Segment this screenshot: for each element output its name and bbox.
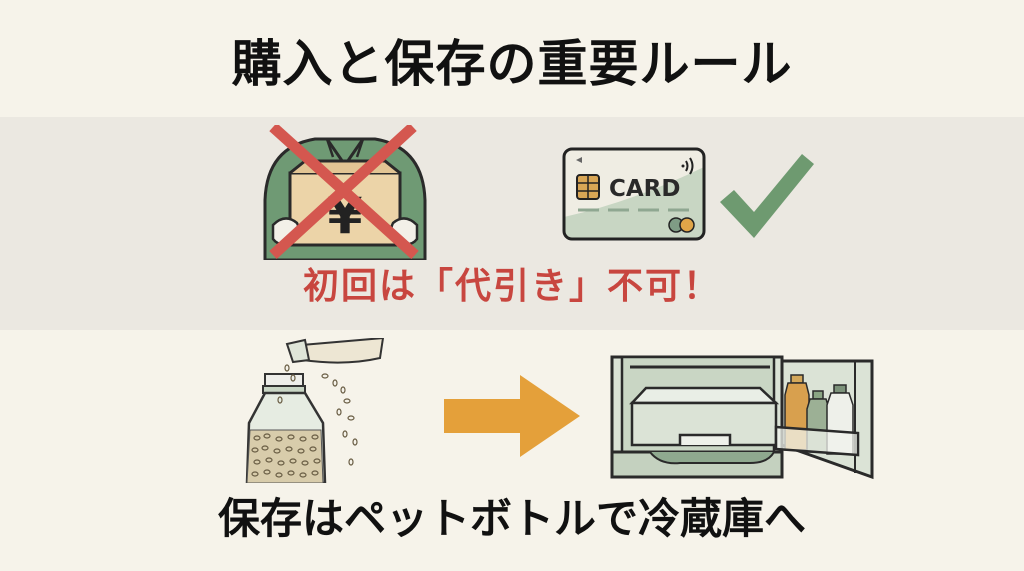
credit-card: CARD bbox=[562, 147, 706, 241]
cod-illustration: ¥ bbox=[255, 125, 435, 260]
rice-bottle-illustration bbox=[235, 338, 390, 483]
credit-card-icon: CARD bbox=[562, 147, 706, 241]
storage-caption: 保存はペットボトルで冷蔵庫へ bbox=[217, 494, 806, 543]
page-title: 購入と保存の重要ルール bbox=[231, 35, 793, 93]
arrow-right-icon bbox=[444, 375, 580, 457]
card-label: CARD bbox=[609, 176, 680, 202]
person-holding-yen-box-crossed-out-icon: ¥ bbox=[263, 125, 427, 260]
payment-section-band bbox=[0, 117, 1024, 330]
refrigerator-illustration bbox=[610, 355, 885, 480]
arrow bbox=[444, 375, 580, 457]
checkmark bbox=[716, 150, 816, 242]
refrigerator-icon bbox=[610, 355, 874, 480]
rice-into-pet-bottle-icon bbox=[245, 338, 385, 483]
cod-not-allowed-warning: 初回は「代引き」不可！ bbox=[302, 266, 721, 307]
checkmark-icon bbox=[720, 154, 814, 238]
